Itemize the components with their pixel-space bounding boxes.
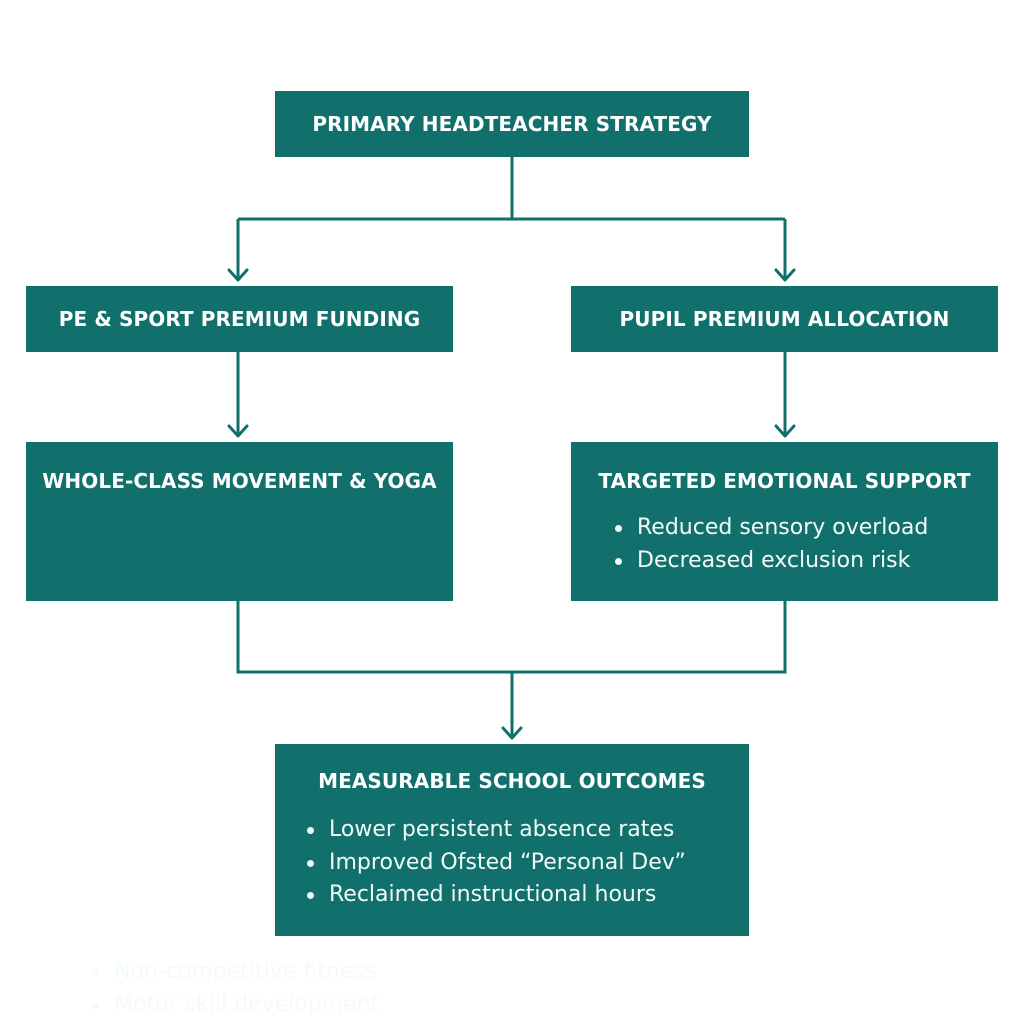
bullet-list: Lower persistent absence rates Improved … (305, 814, 686, 912)
node-targeted-emotional-support: TARGETED EMOTIONAL SUPPORT Reduced senso… (571, 442, 998, 601)
node-whole-class-movement: WHOLE-CLASS MOVEMENT & YOGA Non-competit… (26, 442, 453, 1017)
arrowhead-to-outcomes (501, 726, 523, 740)
bullet-list: Reduced sensory overload Decreased exclu… (613, 512, 928, 577)
node-primary-strategy: PRIMARY HEADTEACHER STRATEGY (275, 91, 749, 157)
connector-root-split (236, 157, 787, 280)
node-pe-sport-premium: PE & SPORT PREMIUM FUNDING (26, 286, 453, 352)
bullet-item: Motor skill development (90, 989, 379, 1022)
bullet-list: Non-competitive fitness Motor skill deve… (90, 956, 379, 1021)
node-title: PRIMARY HEADTEACHER STRATEGY (312, 112, 712, 136)
node-measurable-outcomes: MEASURABLE SCHOOL OUTCOMES Lower persist… (275, 744, 749, 936)
bullet-item: Improved Ofsted “Personal Dev” (305, 847, 686, 880)
node-pupil-premium: PUPIL PREMIUM ALLOCATION (571, 286, 998, 352)
arrowhead-to-pe (227, 268, 249, 282)
node-title: WHOLE-CLASS MOVEMENT & YOGA (42, 469, 437, 493)
arrowhead-to-pupil (774, 268, 796, 282)
node-title: TARGETED EMOTIONAL SUPPORT (598, 469, 971, 493)
arrowhead-to-movement (227, 424, 249, 438)
bullet-item: Decreased exclusion risk (613, 545, 928, 578)
node-title: PE & SPORT PREMIUM FUNDING (58, 307, 421, 331)
node-title: MEASURABLE SCHOOL OUTCOMES (318, 769, 706, 793)
bullet-item: Reduced sensory overload (613, 512, 928, 545)
arrowhead-to-emotional (774, 424, 796, 438)
bullet-item: Reclaimed instructional hours (305, 879, 686, 912)
bullet-item: Non-competitive fitness (90, 956, 379, 989)
bullet-item: Lower persistent absence rates (305, 814, 686, 847)
node-title: PUPIL PREMIUM ALLOCATION (619, 307, 950, 331)
connector-merge-to-outcomes (236, 601, 787, 738)
